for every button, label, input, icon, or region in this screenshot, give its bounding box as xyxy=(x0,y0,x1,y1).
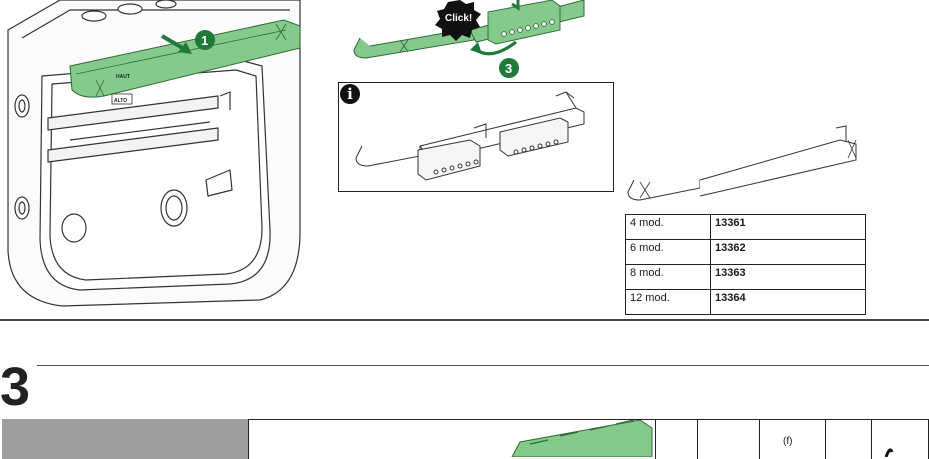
bottom-table-grey-cell xyxy=(2,419,249,459)
mod-size-cell: 12 mod. xyxy=(625,289,711,315)
reference-code-cell: 13361 xyxy=(710,214,866,240)
bottom-table-divider xyxy=(759,419,760,459)
info-reference-box xyxy=(338,82,614,192)
click-label: Click! xyxy=(445,13,472,24)
info-icon: i xyxy=(340,84,360,104)
step-1-number: 1 xyxy=(201,33,208,48)
mod-size-cell: 8 mod. xyxy=(625,264,711,290)
alto-label: ALTO xyxy=(114,98,127,104)
arrow-step-2 xyxy=(511,0,520,11)
terminal-block-green xyxy=(487,0,561,45)
bottom-table-divider xyxy=(655,419,656,459)
arrow-step-1: 1 xyxy=(160,30,215,54)
section-number: 3 xyxy=(0,357,31,417)
bottom-table-divider xyxy=(871,419,872,459)
click-burst: Click! xyxy=(435,0,481,41)
bottom-table-divider xyxy=(825,419,826,459)
info-terminal-drawing xyxy=(355,91,585,181)
reference-code-cell: 13364 xyxy=(710,289,866,315)
table-row: 6 mod. 13362 xyxy=(625,239,866,265)
table-row: 4 mod. 13361 xyxy=(625,214,866,240)
table-row: 12 mod. 13364 xyxy=(625,289,866,315)
table-row: 8 mod. 13363 xyxy=(625,264,866,290)
long-bracket-drawing xyxy=(627,125,857,201)
mod-size-cell: 6 mod. xyxy=(625,239,711,265)
bottom-right-glyph xyxy=(884,448,894,457)
mod-size-cell: 4 mod. xyxy=(625,214,711,240)
section-divider xyxy=(0,319,929,321)
reference-table: 4 mod. 13361 6 mod. 13362 8 mod. 13363 1… xyxy=(625,214,866,315)
arrow-step-3: 3 xyxy=(470,40,519,78)
reference-code-cell: 13362 xyxy=(710,239,866,265)
alto-label-box xyxy=(111,93,133,105)
haut-label: HAUT xyxy=(116,74,130,80)
bottom-table-divider xyxy=(697,419,698,459)
section-rule xyxy=(37,365,929,366)
step-3-number: 3 xyxy=(505,61,512,76)
terminal-block-bottom xyxy=(511,419,653,457)
bottom-table-f-label: (f) xyxy=(783,436,793,447)
reference-code-cell: 13363 xyxy=(710,264,866,290)
